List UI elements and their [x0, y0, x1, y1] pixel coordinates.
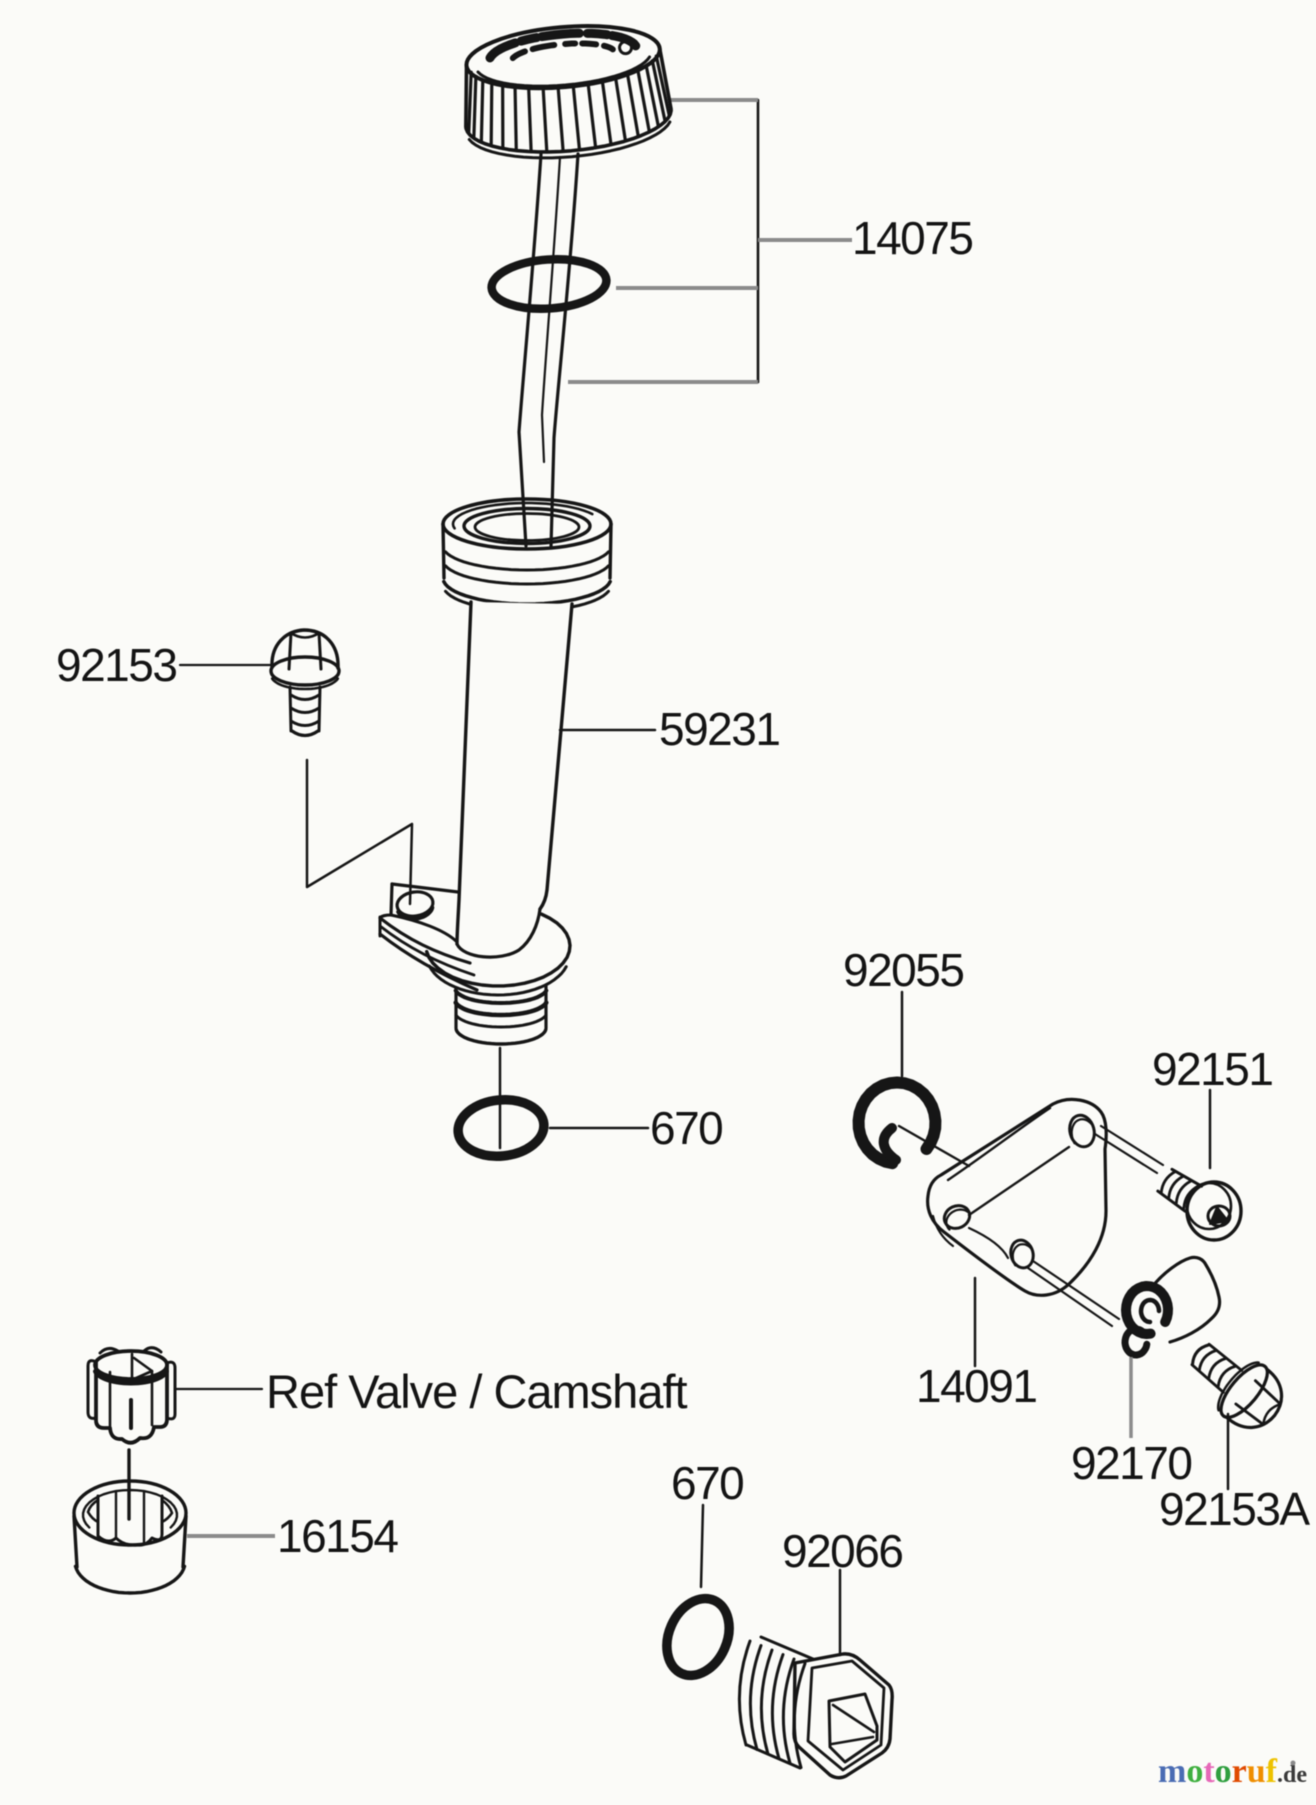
svg-text:14091: 14091 [916, 1360, 1036, 1412]
svg-text:92153: 92153 [56, 639, 176, 691]
svg-text:670: 670 [671, 1457, 743, 1509]
svg-text:670: 670 [650, 1102, 722, 1154]
svg-text:92151: 92151 [1152, 1043, 1272, 1095]
svg-text:92153A: 92153A [1159, 1483, 1310, 1535]
svg-text:92055: 92055 [843, 944, 963, 996]
svg-text:16154: 16154 [277, 1510, 398, 1562]
svg-text:92170: 92170 [1071, 1437, 1191, 1489]
svg-text:92066: 92066 [782, 1525, 902, 1577]
svg-text:14075: 14075 [852, 212, 972, 264]
svg-text:59231: 59231 [659, 703, 779, 755]
svg-text:motoruf.de: motoruf.de [1158, 1753, 1307, 1790]
svg-text:Ref Valve / Camshaft: Ref Valve / Camshaft [266, 1365, 688, 1418]
